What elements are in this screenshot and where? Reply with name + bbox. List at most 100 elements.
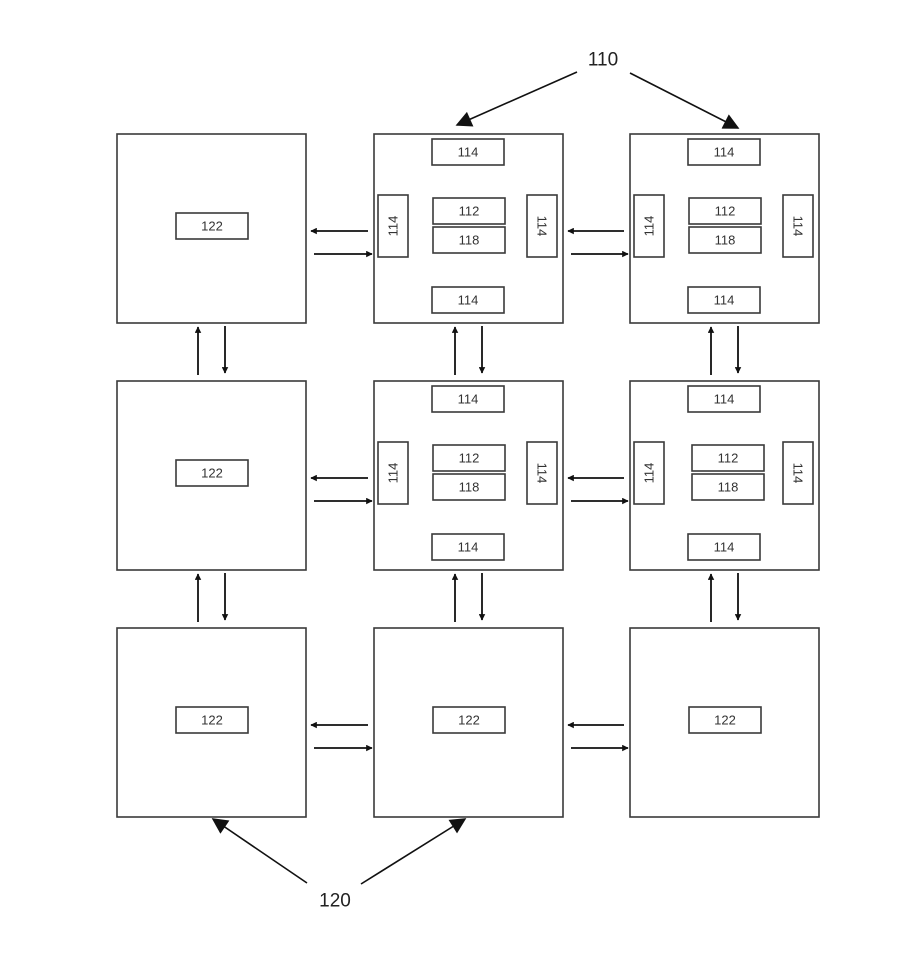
port-left: 114 xyxy=(633,194,665,258)
port-left: 114 xyxy=(633,441,665,505)
memory-122-label: 122 xyxy=(458,713,480,728)
memory-118-box xyxy=(688,226,762,254)
port-bottom-label: 114 xyxy=(714,540,735,555)
port-left: 114 xyxy=(377,194,409,258)
core-112-label: 112 xyxy=(718,451,739,466)
memory-122-box xyxy=(175,212,249,240)
core-112-label: 112 xyxy=(459,451,480,466)
port-right: 114 xyxy=(526,194,558,258)
core-112: 112 xyxy=(432,444,506,472)
port-right-label: 114 xyxy=(791,216,806,237)
memory-122: 122 xyxy=(175,459,249,487)
memory-118: 118 xyxy=(688,226,762,254)
memory-118-box xyxy=(432,473,506,501)
core-112-box xyxy=(432,444,506,472)
reference-120: 120 xyxy=(211,818,467,912)
port-top-label: 114 xyxy=(458,145,479,160)
port-top: 114 xyxy=(431,385,505,413)
port-top-box xyxy=(687,385,761,413)
port-top-label: 114 xyxy=(714,392,735,407)
port-right: 114 xyxy=(782,194,814,258)
port-top-box xyxy=(431,385,505,413)
memory-118-label: 118 xyxy=(459,233,480,248)
port-left-box xyxy=(377,441,409,505)
memory-122-label: 122 xyxy=(201,219,223,234)
port-top-box xyxy=(687,138,761,166)
port-left-box xyxy=(633,441,665,505)
port-top: 114 xyxy=(431,138,505,166)
memory-node-r3c3: 122 xyxy=(629,627,820,818)
leader-arrow-110-right xyxy=(629,72,740,129)
port-right: 114 xyxy=(782,441,814,505)
memory-122-label: 122 xyxy=(201,466,223,481)
port-bottom: 114 xyxy=(687,286,761,314)
port-bottom-box xyxy=(687,533,761,561)
memory-node-r3c1: 122 xyxy=(116,627,307,818)
port-top-label: 114 xyxy=(458,392,479,407)
port-top-label: 114 xyxy=(714,145,735,160)
port-right: 114 xyxy=(526,441,558,505)
port-right-box xyxy=(526,194,558,258)
port-left: 114 xyxy=(377,441,409,505)
memory-122-box xyxy=(175,706,249,734)
reference-110: 110 xyxy=(455,50,740,129)
port-right-label: 114 xyxy=(791,463,806,484)
core-112-label: 112 xyxy=(715,204,736,219)
port-right-box xyxy=(782,194,814,258)
processing-node-r2c2: 114 114 114 114 112 118 xyxy=(373,380,564,571)
port-top: 114 xyxy=(687,385,761,413)
port-left-box xyxy=(633,194,665,258)
port-right-label: 114 xyxy=(535,216,550,237)
processing-node-r1c2: 114 114 114 114 112 118 xyxy=(373,133,564,324)
port-left-box xyxy=(377,194,409,258)
core-112: 112 xyxy=(688,197,762,225)
memory-122-label: 122 xyxy=(201,713,223,728)
links xyxy=(194,227,742,752)
memory-118: 118 xyxy=(432,226,506,254)
port-right-box xyxy=(782,441,814,505)
memory-118-label: 118 xyxy=(718,480,739,495)
memory-122-box xyxy=(175,459,249,487)
leader-arrow-120-right xyxy=(360,818,467,885)
memory-122-box xyxy=(688,706,762,734)
processing-node-r1c3: 114 114 114 114 112 118 xyxy=(629,133,820,324)
memory-node-r2c1: 122 xyxy=(116,380,307,571)
memory-118-box xyxy=(691,473,765,501)
memory-118-label: 118 xyxy=(459,480,480,495)
memory-118-box xyxy=(432,226,506,254)
memory-node-r3c2: 122 xyxy=(373,627,564,818)
port-bottom-box xyxy=(431,286,505,314)
port-bottom-label: 114 xyxy=(458,540,479,555)
memory-118: 118 xyxy=(691,473,765,501)
leader-arrow-110-left xyxy=(455,71,578,127)
port-bottom: 114 xyxy=(431,286,505,314)
port-bottom-label: 114 xyxy=(714,293,735,308)
memory-node-r1c1: 122 xyxy=(116,133,307,324)
port-bottom-box xyxy=(687,286,761,314)
port-left-label: 114 xyxy=(386,463,401,484)
port-left-label: 114 xyxy=(642,216,657,237)
port-right-label: 114 xyxy=(535,463,550,484)
port-top-box xyxy=(431,138,505,166)
port-right-box xyxy=(526,441,558,505)
core-112-label: 112 xyxy=(459,204,480,219)
memory-118-label: 118 xyxy=(715,233,736,248)
port-bottom-box xyxy=(431,533,505,561)
memory-122: 122 xyxy=(175,706,249,734)
core-112-box xyxy=(688,197,762,225)
memory-122: 122 xyxy=(688,706,762,734)
memory-122: 122 xyxy=(175,212,249,240)
port-bottom: 114 xyxy=(431,533,505,561)
core-112-box xyxy=(691,444,765,472)
memory-122-label: 122 xyxy=(714,713,736,728)
reference-label-110: 110 xyxy=(588,50,618,71)
core-112: 112 xyxy=(691,444,765,472)
memory-122: 122 xyxy=(432,706,506,734)
port-bottom-label: 114 xyxy=(458,293,479,308)
memory-118: 118 xyxy=(432,473,506,501)
port-bottom: 114 xyxy=(687,533,761,561)
port-left-label: 114 xyxy=(386,216,401,237)
port-left-label: 114 xyxy=(642,463,657,484)
